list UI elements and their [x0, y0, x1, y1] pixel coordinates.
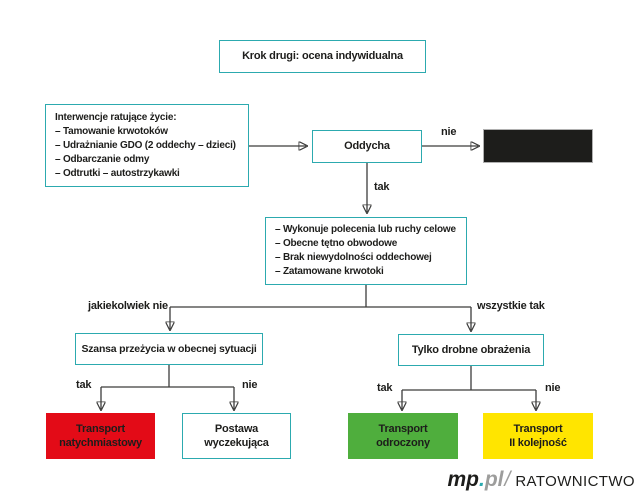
edge-label-survival-no: nie	[242, 379, 258, 391]
logo-mp: mp	[447, 468, 479, 491]
assessment-criteria-box: – Wykonuje polecenia lub ruchy celowe – …	[265, 217, 467, 285]
outcome-delayed-transport-box: Transport odroczony	[348, 413, 458, 459]
outcome-expectant-box: Postawa wyczekująca	[182, 413, 291, 459]
outcome-second-priority-box: Transport II kolejność	[483, 413, 593, 459]
criteria-item: – Brak niewydolności oddechowej	[275, 252, 432, 263]
mp-pl-ratownictwo-logo: mp.pl/ RATOWNICTWO	[447, 468, 635, 492]
outcome-label-line: Transport	[513, 423, 563, 435]
intervention-item: – Tamowanie krwotoków	[55, 125, 168, 137]
outcome-label-line: Postawa	[214, 423, 259, 435]
edge-label-minor-no: nie	[545, 382, 561, 394]
outcome-label-line: wyczekująca	[204, 437, 269, 449]
criteria-item: – Obecne tętno obwodowe	[275, 238, 398, 249]
intervention-item: – Udrażnianie GDO (2 oddechy – dzieci)	[55, 139, 236, 151]
edge-label-survival-yes: tak	[76, 379, 92, 391]
criteria-item: – Wykonuje polecenia lub ruchy celowe	[275, 224, 456, 235]
criteria-item: – Zatamowane krwotoki	[275, 266, 384, 277]
outcome-label-line: Transport	[378, 423, 428, 435]
logo-pl: pl	[484, 468, 504, 491]
outcome-label-line: odroczony	[376, 437, 430, 449]
edge-label-minor-yes: tak	[377, 382, 393, 394]
logo-slash: /	[504, 468, 511, 491]
deceased-black-box	[483, 129, 593, 163]
outcome-label-line: natychmiastowy	[59, 437, 142, 449]
intervention-item: – Odbarczanie odmy	[55, 153, 150, 165]
edge-label-all-yes: wszystkie tak	[477, 300, 545, 312]
logo-dot: .	[478, 468, 485, 491]
edge-label-any-no: jakiekolwiek nie	[88, 300, 168, 312]
minor-injuries-box: Tylko drobne obrażenia	[398, 334, 544, 366]
interventions-heading: Interwencje ratujące życie:	[55, 111, 177, 123]
edge-label-breathing-no: nie	[441, 126, 457, 138]
intervention-item: – Odtrutki – autostrzykawki	[55, 167, 180, 179]
edge-label-breathing-yes: tak	[374, 181, 390, 193]
outcome-immediate-transport-box: Transport natychmiastowy	[46, 413, 155, 459]
breathing-decision-box: Oddycha	[312, 130, 422, 163]
step-title-box: Krok drugi: ocena indywidualna	[219, 40, 426, 73]
life-saving-interventions-box: Interwencje ratujące życie: – Tamowanie …	[45, 104, 249, 187]
outcome-label-line: Transport	[76, 423, 125, 435]
outcome-label-line: II kolejność	[509, 437, 567, 449]
survival-chance-box: Szansa przeżycia w obecnej sytuacji	[75, 333, 263, 365]
logo-ratownictwo-text: RATOWNICTWO	[515, 473, 635, 490]
